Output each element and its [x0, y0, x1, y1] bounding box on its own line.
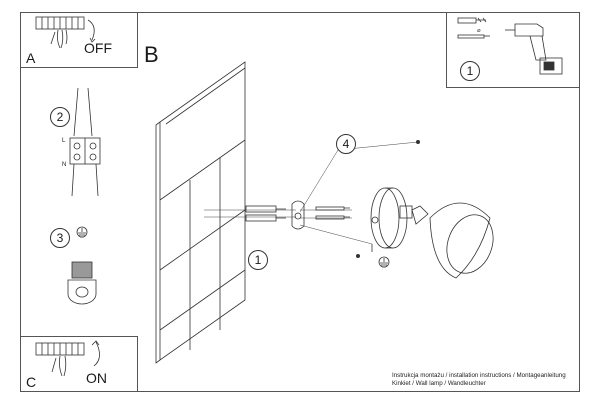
- panel-c-action: ON: [86, 370, 107, 386]
- panel-b-letter: B: [144, 42, 159, 67]
- svg-text:⌀: ⌀: [477, 27, 481, 34]
- wire-label-n: N: [62, 162, 67, 168]
- step-4-screws: 4: [336, 134, 356, 154]
- step-3-ground: 3: [50, 228, 70, 248]
- panel-c-letter: C: [26, 374, 37, 390]
- panel-c-switch-on: [20, 336, 138, 392]
- step-2-wiring: 2: [50, 107, 70, 127]
- panel-a-action: OFF: [84, 40, 112, 56]
- step-1-wall-plugs: 1: [248, 250, 268, 270]
- panel-a-switch-off: [20, 12, 138, 68]
- panel-a-letter: A: [26, 50, 36, 66]
- step-1-tools: 1: [460, 61, 480, 81]
- caption-line-1: Instrukcja montażu / installation instru…: [392, 372, 566, 379]
- caption-line-2: Kinkiet / Wall lamp / Wandleuchter: [392, 380, 486, 387]
- wire-label-l: L: [62, 138, 66, 144]
